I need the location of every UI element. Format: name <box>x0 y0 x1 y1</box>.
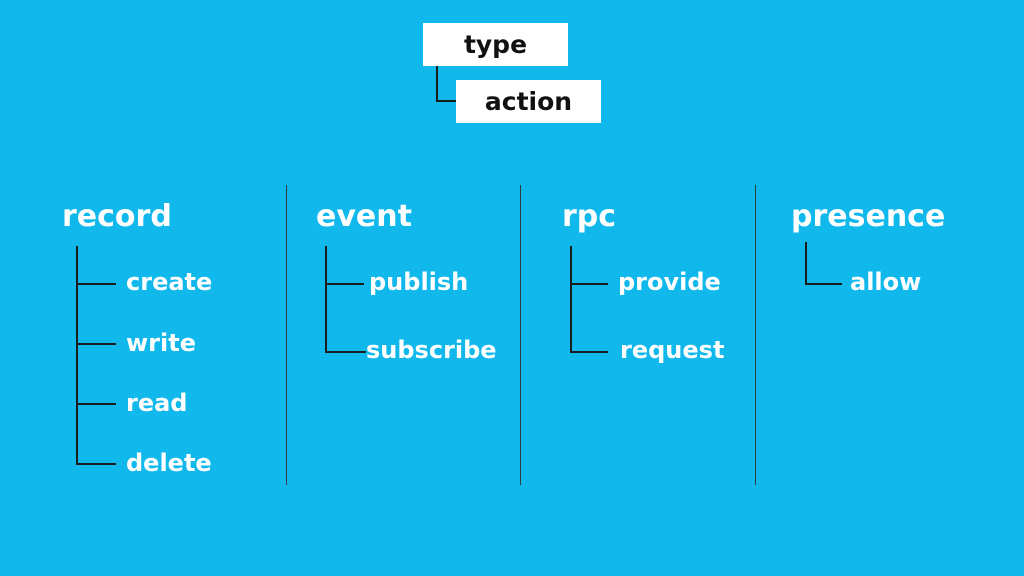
legend-type-box: type <box>423 23 568 66</box>
action-record-delete: delete <box>126 449 212 477</box>
legend-connector-vertical <box>436 66 438 102</box>
action-rpc-provide: provide <box>618 268 721 296</box>
column-divider-1 <box>286 185 287 485</box>
action-rpc-request: request <box>620 336 725 364</box>
action-presence-allow: allow <box>850 268 922 296</box>
action-record-read: read <box>126 389 188 417</box>
category-title-presence: presence <box>791 199 946 234</box>
action-record-create: create <box>126 268 213 296</box>
action-event-publish: publish <box>369 268 469 296</box>
legend-action-box: action <box>456 80 601 123</box>
category-title-event: event <box>316 199 412 234</box>
legend-connector-horizontal <box>436 100 456 102</box>
action-record-write: write <box>126 329 196 357</box>
legend-action-label: action <box>484 87 573 116</box>
column-divider-2 <box>520 185 521 485</box>
category-title-rpc: rpc <box>562 199 617 234</box>
column-divider-3 <box>755 185 756 485</box>
action-event-subscribe: subscribe <box>366 336 497 364</box>
category-title-record: record <box>62 199 172 234</box>
legend-type-label: type <box>463 30 528 59</box>
